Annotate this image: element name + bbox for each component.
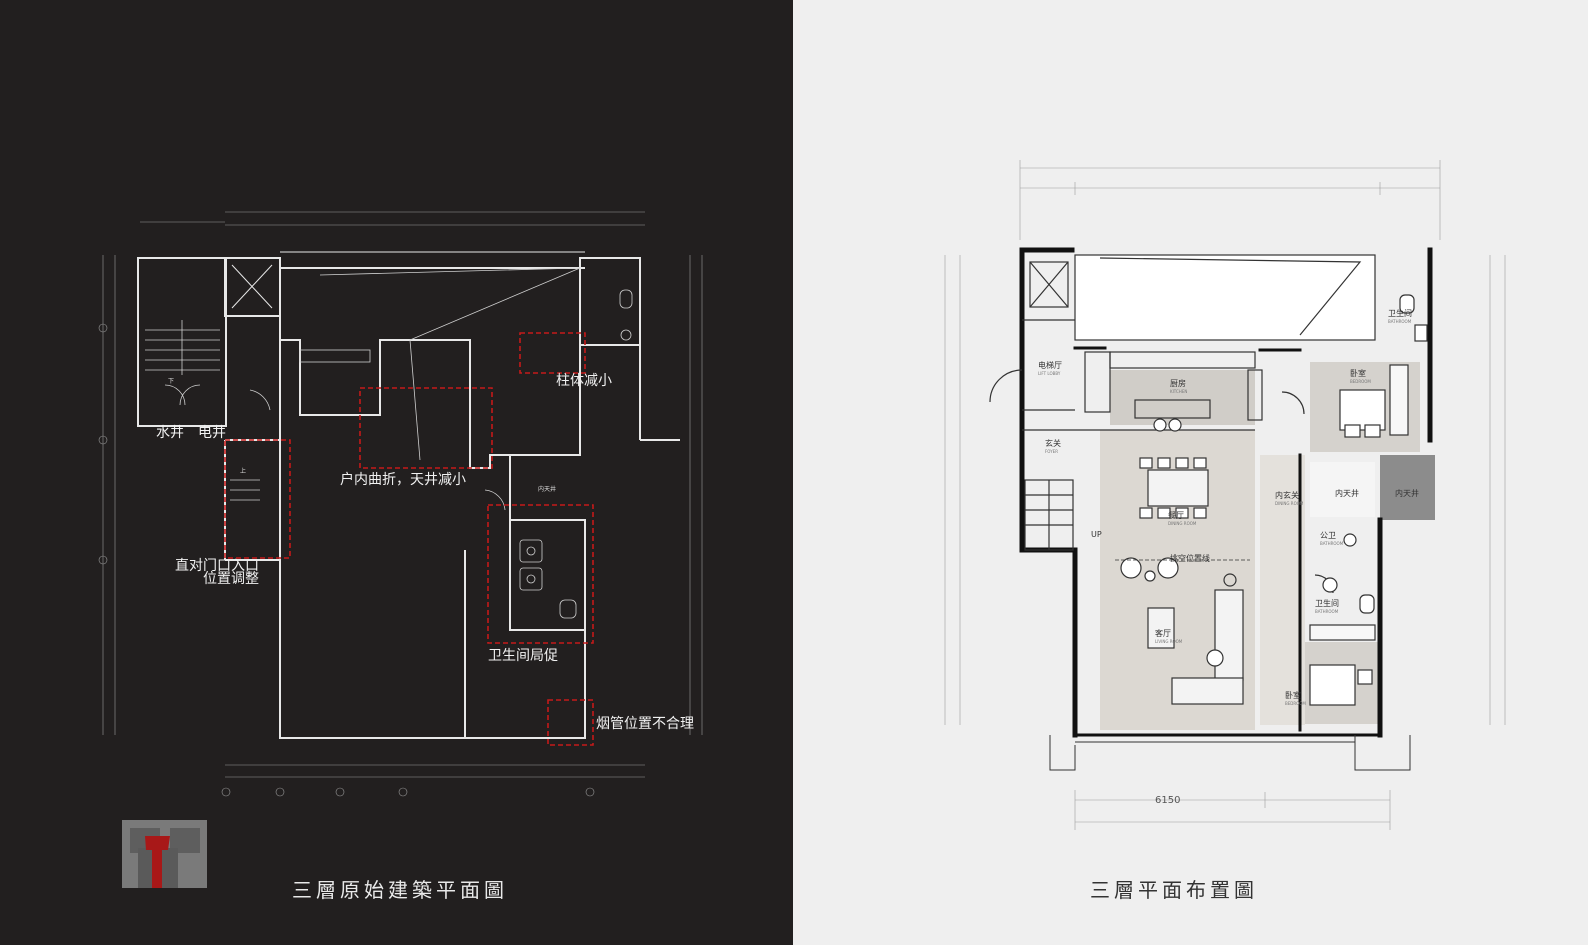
original-plan-title: 三層原始建築平面圖 [292,878,508,902]
stair-down-label: 下 [168,378,175,385]
shaft-label-water: 水井 [156,425,184,441]
original-plan-panel [0,0,793,945]
annotation-flue: 烟管位置不合理 [596,716,694,732]
annotation-corridor: 户内曲折，天井减小 [340,472,466,488]
annotation-entrance-2: 位置调整 [203,571,259,587]
void-line-label: 挑空位置线 [1170,554,1210,563]
room-light-well-a: 内天井 [1335,489,1359,498]
original-plan-drawing [98,211,703,888]
light-well-label: 内天井 [538,486,557,493]
shaft-label-electric: 电井 [198,425,226,441]
stair-up-label-right: UP [1091,530,1102,539]
key-plan-thumbnail [122,820,207,888]
layout-plan-title: 三層平面布置圖 [1090,878,1258,902]
annotation-bathroom: 卫生间局促 [488,648,558,664]
room-light-well-b: 内天井 [1395,489,1419,498]
annotation-column: 柱体减小 [556,373,612,389]
stair-up-label: 上 [240,468,247,475]
dimension-6150: 6150 [1155,795,1181,806]
annotation-entrance-1: 直对门口入口 [175,558,259,574]
